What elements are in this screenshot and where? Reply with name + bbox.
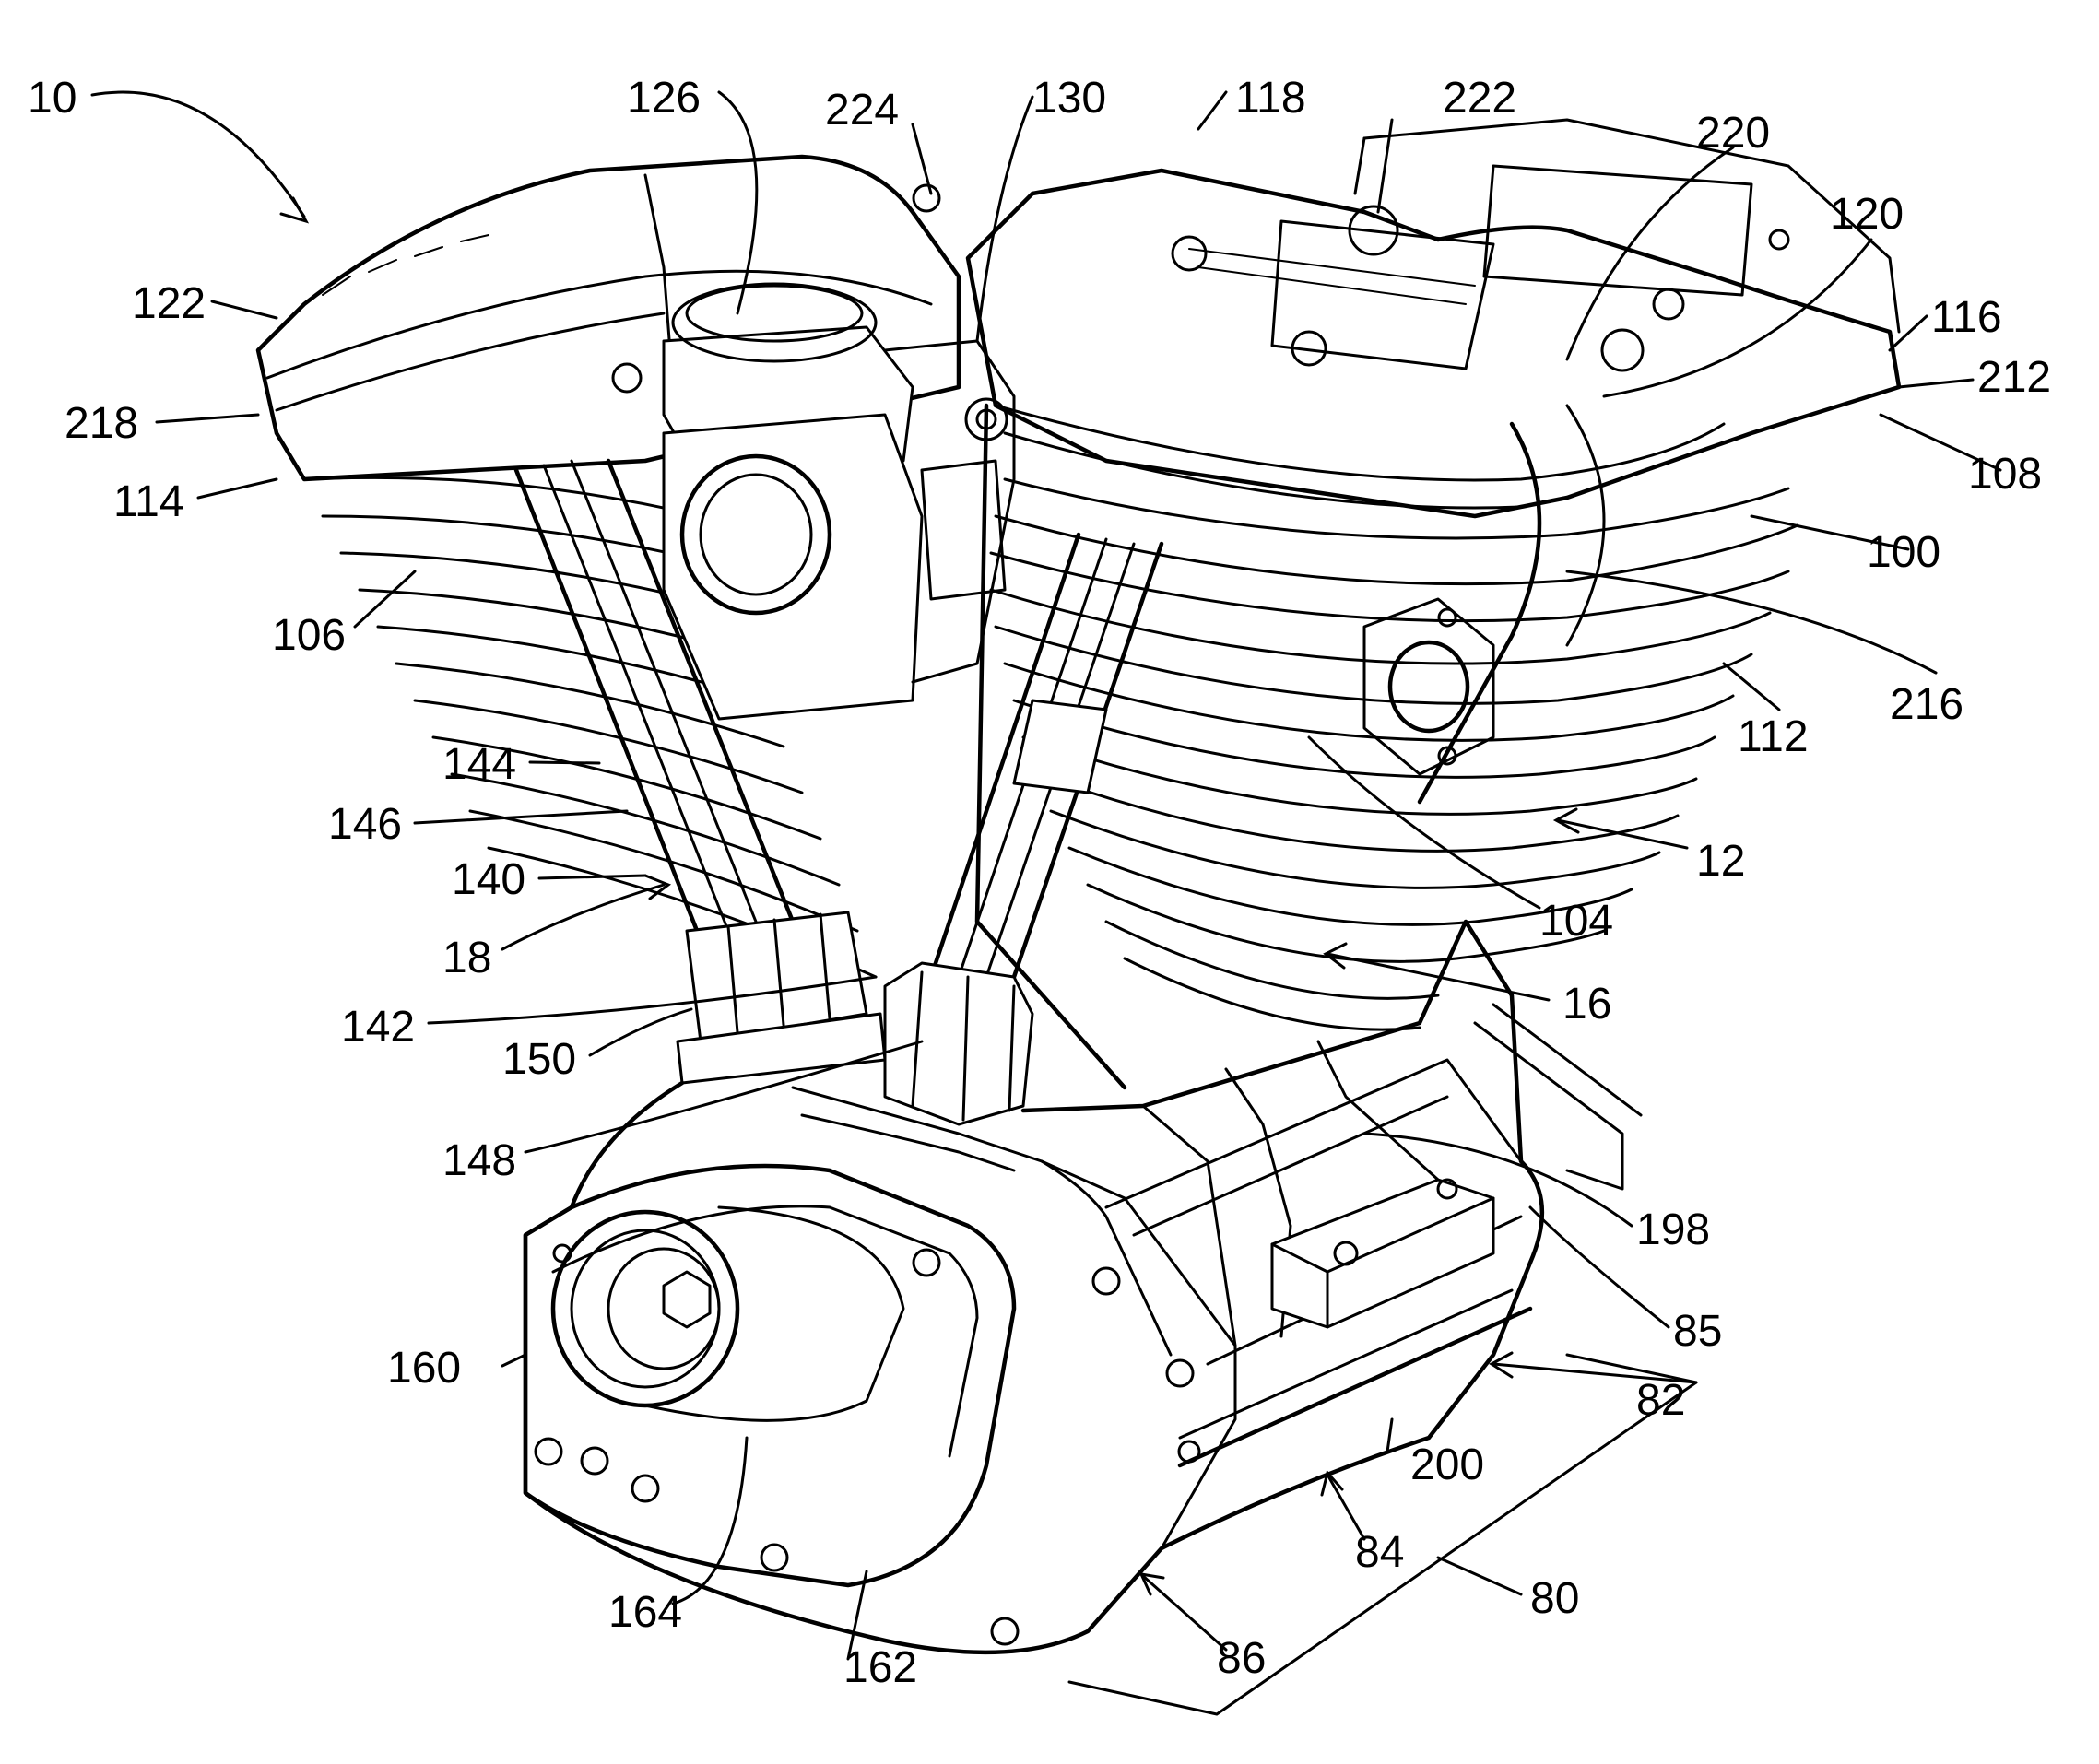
label-104: 104 [1539,897,1613,946]
leader-120 [1602,238,1873,398]
label-120: 120 [1830,190,1904,239]
exhaust-flange [1362,404,1606,805]
leader-220 [1565,146,1735,361]
leader-212 [1897,378,1975,389]
label-148: 148 [442,1136,516,1185]
label-122: 122 [132,279,206,328]
leader-140 [537,874,647,880]
leader-12 [1556,818,1689,850]
leader-18 [501,883,666,951]
label-146: 146 [328,800,402,849]
label-142: 142 [341,1003,415,1052]
leader-108 [1879,413,2002,472]
label-140: 140 [452,855,525,904]
rear-rocker-cover [255,154,961,482]
cam-cover [523,1163,1017,1588]
leader-85 [1528,1205,1670,1329]
leader-222 [1376,118,1394,214]
motor-mount [1270,1003,1643,1329]
label-108: 108 [1968,450,2042,499]
label-84: 84 [1355,1528,1404,1577]
leader-82 [1492,1362,1698,1384]
label-144: 144 [442,740,516,789]
label-116: 116 [1931,293,2002,342]
leader-164 [671,1436,749,1605]
label-106: 106 [272,611,346,660]
leader-198 [1362,1132,1633,1228]
leader-150 [588,1007,693,1057]
label-112: 112 [1738,712,1809,761]
label-164: 164 [608,1588,682,1637]
leader-200 [1386,1417,1394,1453]
label-114: 114 [113,477,184,526]
leader-106 [353,570,417,629]
leader-144 [528,760,601,765]
leader-80 [1436,1556,1523,1596]
label-10: 10 [28,74,77,123]
leader-116 [1888,314,1928,352]
label-118: 118 [1235,74,1306,123]
label-160: 160 [387,1344,461,1393]
leader-112 [1722,662,1781,711]
leader-104 [1307,735,1541,910]
leader-216 [1565,570,1938,675]
label-130: 130 [1032,74,1106,123]
leader-146 [413,809,629,825]
leader-84 [1326,1473,1366,1541]
label-100: 100 [1867,528,1940,577]
leader-118 [1197,90,1228,131]
label-224: 224 [825,86,899,135]
label-212: 212 [1977,353,2051,402]
leader-16 [1326,952,1551,1002]
leader-114 [196,477,278,500]
engine-illustration [255,118,1902,1716]
leader-122 [210,300,278,320]
leader-10 [90,90,306,218]
leader-218 [155,413,260,424]
label-18: 18 [442,934,491,982]
label-85: 85 [1673,1307,1722,1356]
label-218: 218 [65,399,138,448]
label-80: 80 [1530,1574,1579,1623]
label-150: 150 [502,1035,576,1084]
leader-142 [427,975,878,1025]
label-220: 220 [1696,109,1770,158]
label-222: 222 [1443,74,1516,123]
label-86: 86 [1217,1634,1266,1683]
label-198: 198 [1636,1205,1710,1254]
leader-86 [1141,1574,1228,1652]
reference-numerals: 10 126 224 130 118 222 220 120 122 218 1… [28,74,2051,1692]
label-126: 126 [627,74,701,123]
base-plane [1067,1353,1698,1716]
label-16: 16 [1562,980,1611,1029]
label-200: 200 [1410,1441,1484,1489]
leader-lines [90,90,2002,1661]
label-216: 216 [1890,680,1963,729]
leader-100 [1750,514,1910,551]
leader-162 [846,1570,868,1661]
leader-126 [717,90,759,315]
label-12: 12 [1696,837,1745,886]
front-pushrod-tubes [883,532,1164,1126]
throttle-body [611,183,1016,721]
leader-148 [524,1040,924,1154]
front-rocker-cover [965,118,1902,519]
leader-130 [975,95,1034,343]
label-82: 82 [1636,1376,1685,1425]
leader-160 [501,1353,527,1368]
label-162: 162 [843,1643,917,1692]
leader-224 [911,123,933,195]
rear-pushrod-tubes [513,458,887,1085]
